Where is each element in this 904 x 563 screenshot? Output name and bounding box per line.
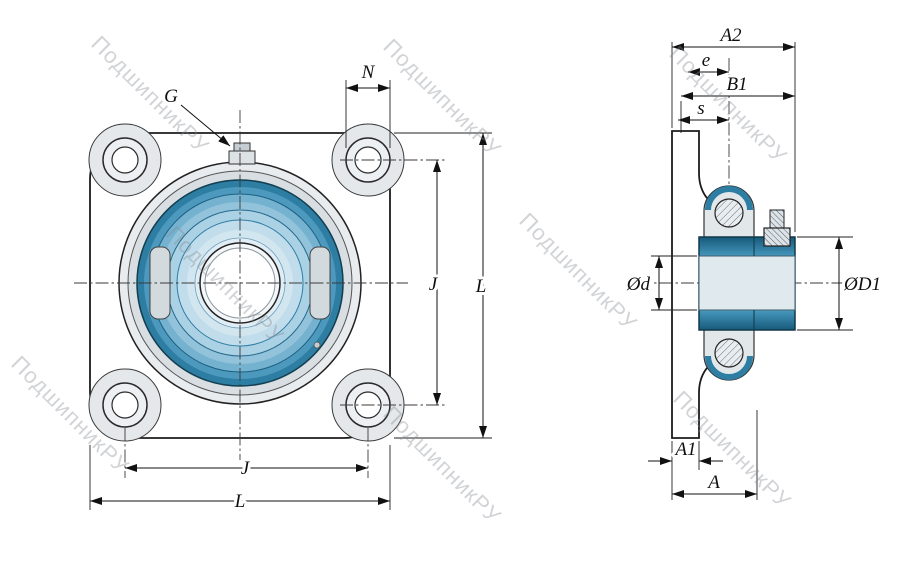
dim-b1: B1 — [680, 71, 795, 133]
outer-raceway-bottom — [705, 355, 753, 380]
front-view — [74, 110, 447, 478]
dim-label-n: N — [361, 62, 376, 83]
dim-label-g: G — [164, 86, 178, 107]
dim-ring-outer-diameter: ØD1 — [797, 236, 884, 331]
bolt-hole-bottom-left — [102, 382, 148, 428]
dim-label-s: s — [697, 98, 704, 119]
dim-n: N — [345, 59, 391, 148]
outer-raceway-top — [705, 186, 753, 211]
bolt-hole-top-left — [102, 137, 148, 183]
dim-grease: G — [161, 83, 231, 147]
dim-label-od: Ød — [626, 274, 651, 295]
cast-dot — [313, 341, 321, 349]
watermark-text: ПодшипникРУ — [514, 208, 642, 336]
dim-j-horizontal: J — [125, 455, 368, 482]
ball-bottom — [714, 338, 744, 368]
bolt-holes — [102, 137, 391, 428]
dim-a1: A1 — [648, 436, 723, 470]
dim-l-horizontal: L — [89, 445, 391, 515]
dim-j-vertical: J — [426, 160, 442, 405]
front-centerlines — [74, 110, 447, 478]
ball-top — [714, 198, 744, 228]
dim-l-vertical: L — [394, 132, 492, 439]
side-dimensions: A2 e B1 s Ød ØD1 — [623, 22, 884, 500]
shaft-bore — [698, 255, 796, 311]
dim-label-a: A — [706, 472, 720, 493]
side-view — [638, 58, 862, 439]
dim-a: A — [671, 410, 758, 500]
dim-label-b1: B1 — [726, 74, 747, 95]
leader-line-g — [180, 104, 231, 147]
dim-a2: A2 — [671, 22, 796, 232]
dim-bore-diameter: Ød — [623, 255, 697, 311]
dim-label-l-horizontal: L — [234, 491, 246, 512]
dim-label-a1: A1 — [673, 439, 696, 460]
grease-fitting — [228, 142, 256, 165]
dim-label-a2: A2 — [718, 25, 742, 46]
watermark-text: ПодшипникРУ — [664, 41, 792, 169]
dim-e: e — [688, 47, 729, 76]
dim-label-od1: ØD1 — [843, 274, 881, 295]
set-screw — [763, 209, 791, 247]
watermark-text: ПодшипникРУ — [378, 401, 506, 529]
dim-label-e: e — [702, 50, 710, 71]
dim-label-l-vertical: L — [475, 276, 487, 297]
dim-s: s — [678, 95, 729, 124]
